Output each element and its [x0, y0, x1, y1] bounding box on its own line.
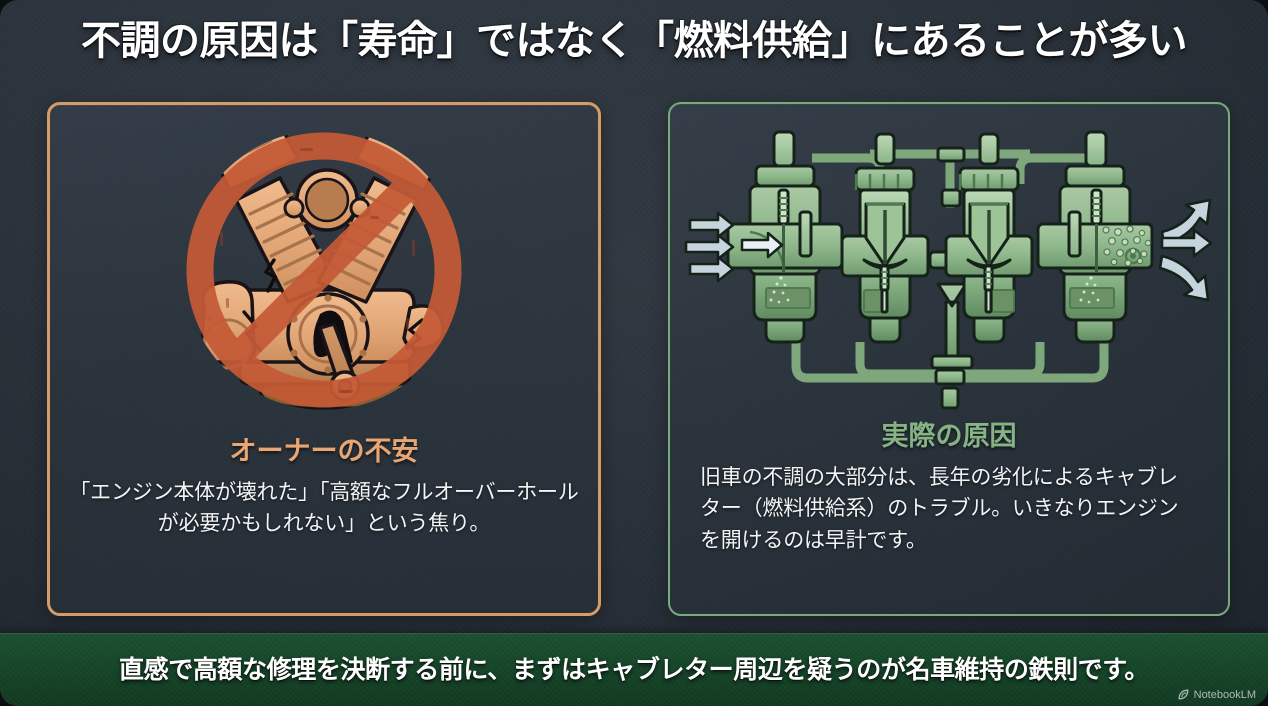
conclusion-banner-text: 直感で高額な修理を決断する前に、まずはキャブレター周辺を疑うのが名車維持の鉄則で…: [119, 655, 1149, 684]
jet-needle-2: [879, 264, 890, 314]
air-outflow-arrows: [1158, 198, 1213, 302]
right-card-text: 旧車の不調の大部分は、長年の劣化によるキャブレター（燃料供給系）のトラブル。いき…: [700, 466, 1179, 552]
carburetor-3: [944, 132, 1034, 344]
carburetor-1: [726, 130, 844, 344]
drain-rail-bottom: [791, 342, 1109, 383]
carburetor-4: [1036, 130, 1154, 344]
notebooklm-watermark: NotebookLM: [1177, 688, 1256, 701]
carburetor-2: [840, 132, 930, 344]
fuel-spray-4: [1079, 276, 1100, 304]
card-actual-cause: 実際の原因 旧車の不調の大部分は、長年の劣化によるキャブレター（燃料供給系）のト…: [668, 102, 1230, 616]
prohibition-sign-icon: [186, 132, 462, 408]
card-owner-anxiety: オーナーの不安 「エンジン本体が壊れた」「高額なフルオーバーホールが必要かもしれ…: [47, 102, 601, 616]
notebooklm-logo-icon: [1178, 689, 1189, 700]
fuel-spray-1: [769, 276, 790, 304]
throat-arrow-1: [740, 231, 784, 259]
page-title: 不調の原因は「寿命」ではなく「燃料供給」にあることが多い: [81, 19, 1188, 63]
slide-needle-4: [1090, 188, 1103, 272]
conclusion-banner: 直感で高額な修理を決断する前に、まずはキャブレター周辺を疑うのが名車維持の鉄則で…: [0, 633, 1268, 706]
carburetor-illustration-container: [670, 104, 1228, 420]
left-card-heading: オーナーの不安: [229, 436, 419, 466]
right-card-heading: 実際の原因: [881, 421, 1017, 451]
jet-needle-3: [983, 264, 994, 314]
engine-illustration-container: [50, 105, 598, 435]
watermark-label: NotebookLM: [1193, 688, 1256, 701]
left-card-text: 「エンジン本体が壊れた」「高額なフルオーバーホールが必要かもしれない」という焦り…: [69, 481, 579, 536]
v-twin-engine-prohibited-icon: [186, 130, 462, 410]
four-carburetor-bank-icon: [684, 130, 1213, 410]
mixture-cloud: [1102, 225, 1152, 267]
air-intake-arrows: [684, 211, 735, 283]
left-card-body: オーナーの不安 「エンジン本体が壊れた」「高額なフルオーバーホールが必要かもしれ…: [50, 435, 598, 540]
right-card-body: 実際の原因 旧車の不調の大部分は、長年の劣化によるキャブレター（燃料供給系）のト…: [670, 420, 1228, 556]
slide-needle-1: [777, 188, 790, 272]
